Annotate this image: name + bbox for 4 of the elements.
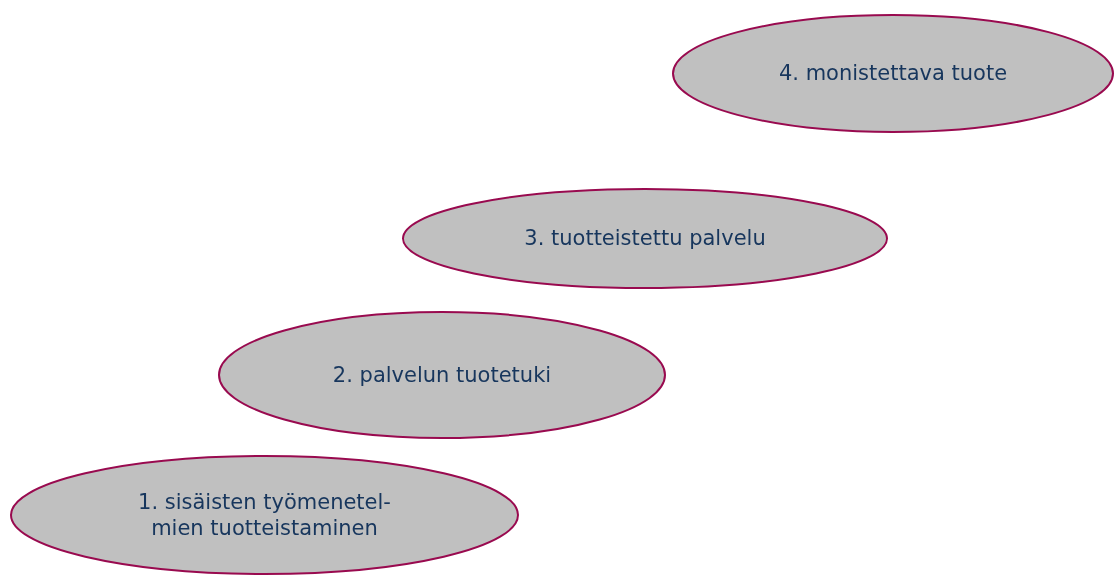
node-label: 1. sisäisten työmenetel- mien tuotteistaminen (137, 488, 392, 542)
node-label: 3. tuotteistettu palvelu (524, 225, 766, 252)
node-label: 4. monistettava tuote (778, 60, 1008, 87)
node-label: 2. palvelun tuotetuki (332, 361, 552, 389)
